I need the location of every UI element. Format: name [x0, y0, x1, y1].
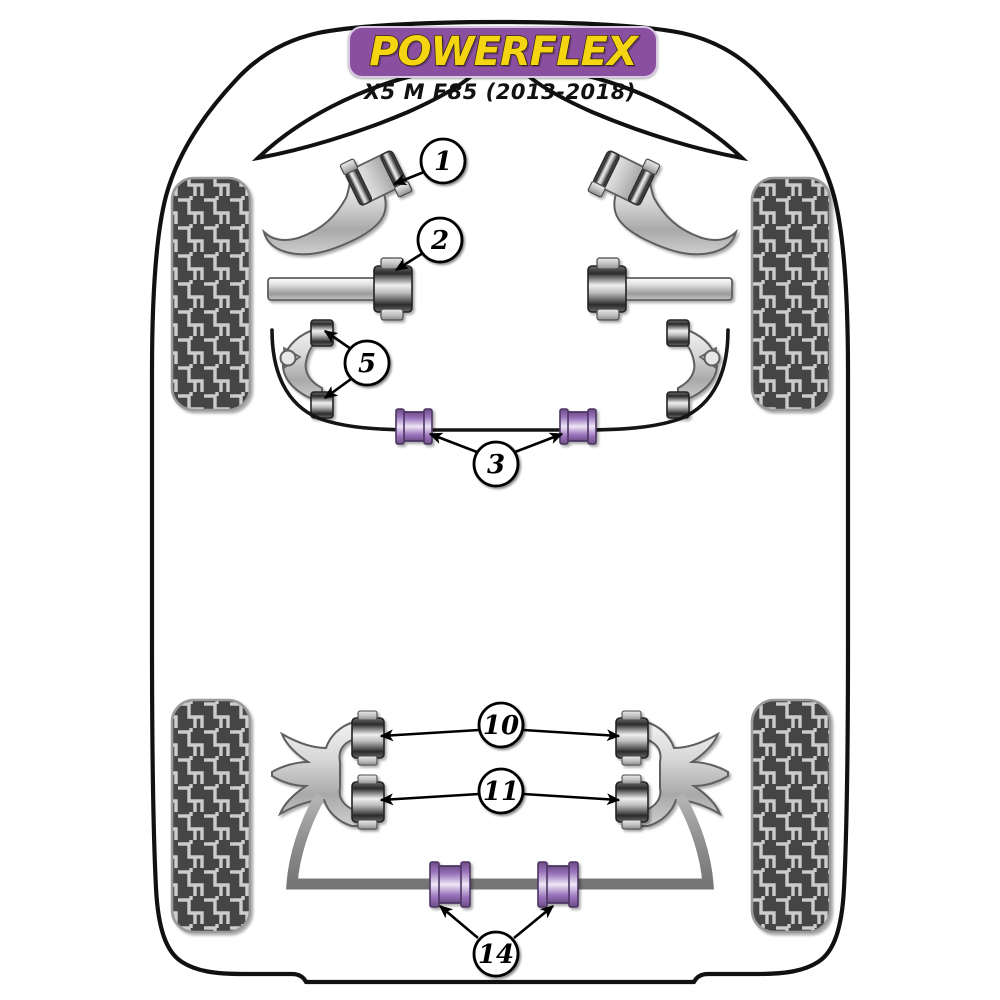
rear-subframe-right [625, 721, 729, 827]
rear-arb-bush-right [537, 861, 579, 908]
callout-number-11: 11 [483, 777, 519, 807]
callout-circle-11[interactable] [477, 767, 525, 815]
rear-subframe-front-bush-right [615, 710, 649, 766]
callout-circle-2[interactable] [416, 216, 464, 264]
callout-arrow-10-1 [522, 728, 621, 742]
callout-number-1: 1 [434, 147, 452, 177]
callout-2[interactable]: 2 [394, 216, 464, 272]
callout-number-5: 5 [358, 349, 376, 379]
callout-arrow-3-0 [428, 432, 478, 454]
callout-3[interactable]: 3 [428, 432, 564, 488]
callout-arrow-1-0 [392, 170, 425, 186]
callout-14[interactable]: 14 [438, 904, 555, 978]
callout-number-3: 3 [487, 450, 505, 480]
front-arb-bush-left [395, 408, 433, 445]
callout-circle-3[interactable] [472, 440, 520, 488]
rear-arb-bush-left [429, 861, 471, 908]
callout-circle-5[interactable] [343, 339, 391, 387]
callout-arrow-2-0 [394, 251, 424, 272]
rear-right-tire [750, 698, 832, 934]
powerflex-logo: POWERFLEX [348, 26, 658, 78]
callout-circle-10[interactable] [477, 701, 525, 749]
rear-left-tire [170, 698, 252, 934]
front-anti-roll-bar [270, 328, 730, 432]
tires-group [170, 176, 832, 934]
callout-arrow-11-0 [379, 792, 480, 806]
callout-10[interactable]: 10 [379, 701, 621, 749]
front-upper-wishbone-left [262, 150, 413, 256]
rear-subframe-rear-bush-left [351, 774, 385, 830]
callout-1[interactable]: 1 [392, 137, 467, 186]
callout-arrow-14-0 [438, 905, 479, 939]
callout-11[interactable]: 11 [379, 767, 621, 815]
front-left-tire [170, 176, 252, 412]
callout-arrow-14-1 [513, 904, 555, 940]
callout-arrow-11-1 [522, 792, 621, 806]
front-upper-wishbone-right [587, 150, 738, 256]
front-wishbone-bracket-left [279, 319, 334, 419]
vehicle-body-outline [149, 19, 851, 985]
callout-layer: 1 2 5 3 10 11 14 [323, 137, 621, 978]
logo-plate [348, 26, 658, 78]
front-lower-arm-right [587, 257, 733, 321]
callout-arrow-5-1 [323, 377, 352, 400]
front-wishbone-bracket-right [666, 319, 721, 419]
vehicle-model-title: X5 M F85 (2013-2018) [363, 80, 636, 104]
callout-number-10: 10 [483, 711, 519, 741]
callout-5[interactable]: 5 [323, 329, 391, 400]
logo-text: POWERFLEX [368, 28, 638, 76]
callout-circle-1[interactable] [419, 137, 467, 185]
callout-arrow-3-1 [514, 432, 564, 454]
front-arb-bush-right [559, 408, 597, 445]
rear-subframe-front-bush-left [351, 710, 385, 766]
callout-arrow-10-0 [379, 728, 480, 742]
rear-subframe-left [271, 721, 375, 827]
callout-number-2: 2 [430, 226, 449, 256]
front-right-tire [750, 176, 832, 412]
rear-anti-roll-bar [286, 794, 714, 890]
rear-subframe-rear-bush-right [615, 774, 649, 830]
callout-circle-14[interactable] [472, 930, 520, 978]
callout-arrow-5-0 [323, 329, 352, 351]
callout-number-14: 14 [478, 940, 514, 970]
